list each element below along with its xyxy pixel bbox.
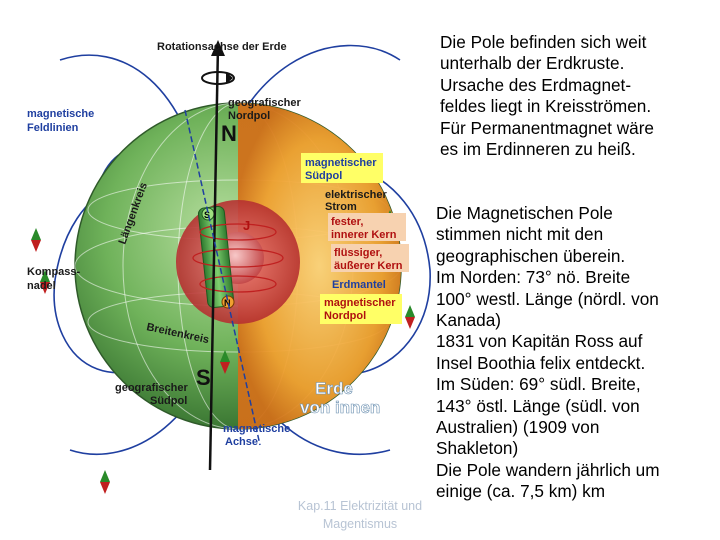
text-line: stimmen nicht mit den (436, 224, 604, 245)
text-line: feldes liegt in Kreisströmen. (440, 96, 652, 117)
rotation-axis-line (208, 44, 220, 471)
electric-current-label-2: Strom (325, 201, 357, 213)
outer-core-label-2: äußerer Kern (334, 260, 403, 272)
text-line: Shakleton) (436, 438, 519, 459)
slide-footer: Kap.11 Elektrizität und Magentismus (285, 497, 435, 533)
magnetic-axis-label-2: Achse (225, 436, 258, 448)
text-line: Insel Boothia felix entdeckt. (436, 352, 646, 373)
electric-current-label-1: elektrischer (325, 189, 387, 201)
magnetic-north-label-1: magnetischer (324, 297, 396, 309)
geographic-north-label-2: Nordpol (228, 110, 270, 122)
compass-label-1: Kompass- (27, 266, 81, 278)
rotation-arrow-head (226, 72, 233, 84)
magnetic-north-label-2: Nordpol (324, 310, 366, 322)
magnetic-south-highlight (301, 153, 383, 183)
text-line: Im Süden: 69° südl. Breite, (436, 374, 641, 395)
paragraph-magnetic-poles: Die Magnetischen Pole stimmen nicht mit … (436, 203, 660, 503)
magnetic-south-label-1: magnetischer (305, 157, 377, 169)
earth-mantle (238, 103, 401, 429)
mantle-label: Erdmantel (332, 279, 386, 291)
outer-core-label-1: flüssiger, (334, 247, 382, 259)
magnetic-north-highlight (320, 294, 402, 324)
geographic-south-label-2: Südpol (150, 395, 187, 407)
inner-core-label-1: fester, (331, 216, 363, 228)
text-line: Kanada) (436, 310, 501, 331)
rotation-axis-label: Rotationsachse der Erde (157, 41, 287, 53)
text-line: Im Norden: 73° nö. Breite (436, 267, 631, 288)
geographic-south-label-1: geografischer (115, 382, 188, 394)
core-s-letter: S (204, 210, 210, 220)
inner-core-label-bg (328, 213, 406, 241)
rotation-axis-arrow (211, 40, 225, 56)
earth-interior-label-1: Erde (315, 379, 353, 398)
text-line: 1831 von Kapitän Ross auf (436, 331, 643, 352)
text-line: 100° westl. Länge (nördl. von (436, 288, 659, 309)
south-letter: S (196, 365, 211, 390)
text-line: Die Pole wandern jährlich um (436, 459, 660, 480)
core-n-letter: N (224, 298, 231, 308)
text-line: geographischen überein. (436, 245, 626, 266)
magnet-bar (197, 206, 235, 308)
text-line: 143° östl. Länge (südl. von (436, 395, 640, 416)
text-line: Für Permanentmagnet wäre (440, 117, 654, 138)
earth-interior-label-2: von innen (300, 398, 380, 417)
text-line: Australien) (1909 von (436, 417, 600, 438)
text-line: einige (ca. 7,5 km) km (436, 481, 606, 502)
outer-core-label-bg (331, 244, 409, 272)
magnet-north-end (221, 295, 235, 309)
magnetic-axis-label-1: magnetische (223, 423, 290, 435)
geographic-north-label-1: geografischer (228, 97, 301, 109)
rotation-arrow (201, 71, 235, 85)
magnetic-south-label-2: Südpol (305, 170, 342, 182)
current-symbol: J (243, 218, 250, 233)
compass-label-2: nadel (27, 280, 56, 292)
magnetic-axis-line (184, 109, 261, 446)
text-line: es im Erdinneren zu heiß. (440, 139, 636, 160)
footer-line-2: Magentismus (322, 517, 398, 531)
footer-line-1: Kap.11 Elektrizität und (297, 499, 423, 513)
inner-core-label-2: innerer Kern (331, 229, 397, 241)
text-line: Die Magnetischen Pole (436, 203, 613, 223)
text-line: Ursache des Erdmagnet- (440, 74, 632, 95)
paragraph-pole-depth: Die Pole befinden sich weit unterhalb de… (440, 32, 654, 160)
north-letter: N (221, 121, 237, 146)
field-lines-label-2: Feldlinien (27, 122, 79, 134)
text-line: Die Pole befinden sich weit (440, 32, 647, 52)
current-loops (192, 223, 284, 293)
field-lines-label-1: magnetische (27, 108, 94, 120)
text-line: unterhalb der Erdkruste. (440, 53, 625, 74)
